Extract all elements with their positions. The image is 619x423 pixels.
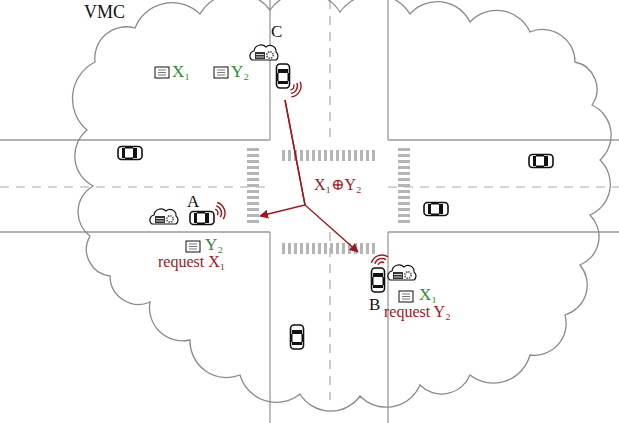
road-edge — [388, 231, 619, 232]
content-label: request Y₂ — [384, 303, 451, 321]
car — [291, 325, 304, 349]
content-icon — [186, 241, 200, 252]
lane-divider — [329, 0, 330, 140]
vehicle-node: B X₁request Y₂ — [346, 252, 486, 324]
road-edge — [269, 0, 270, 140]
transmission-arrow — [260, 100, 305, 216]
content-icon — [399, 291, 413, 302]
vehicle-id: A — [187, 192, 199, 212]
content-label: X₁ — [172, 62, 190, 82]
car — [190, 212, 214, 225]
signal-waves — [288, 80, 304, 100]
content-label: request X₁ — [158, 253, 225, 271]
cloud-outline — [80, 0, 605, 405]
content-label: Y₂ — [231, 62, 249, 82]
road-edge — [387, 232, 388, 423]
content-icon — [155, 67, 169, 78]
vehicle-node: A Y₂request X₁ — [152, 190, 260, 274]
coded-packet-label: X₁⊕Y₂ — [312, 176, 364, 194]
vmc-cloud: VMCCX₁Y₂AY₂request X₁BX₁request Y₂ — [80, 0, 605, 405]
edge-server-icon — [150, 209, 178, 224]
car — [529, 155, 553, 168]
road-edge — [0, 231, 270, 232]
signal-waves — [213, 201, 227, 220]
edge-server-icon — [250, 45, 278, 60]
car — [118, 147, 142, 160]
car — [277, 64, 290, 88]
road-edge — [0, 139, 270, 140]
road-edge — [388, 139, 619, 140]
content-label: Y₂ — [205, 235, 223, 255]
lane-divider — [0, 186, 270, 187]
lane-divider — [388, 186, 619, 187]
vehicle-node: C X₁ Y₂ — [148, 20, 308, 100]
edge-server-icon — [388, 265, 416, 280]
content-label: X₁ — [419, 285, 437, 305]
crosswalks — [247, 148, 410, 254]
car — [424, 203, 448, 216]
content-icon — [214, 67, 228, 78]
road-edge — [387, 0, 388, 140]
lane-divider — [329, 232, 330, 400]
region-title: VMC — [84, 2, 125, 23]
car — [372, 268, 385, 292]
road-edge — [269, 232, 270, 423]
signal-waves — [370, 253, 389, 267]
vehicle-id: B — [369, 295, 380, 315]
vehicle-id: C — [271, 22, 282, 42]
